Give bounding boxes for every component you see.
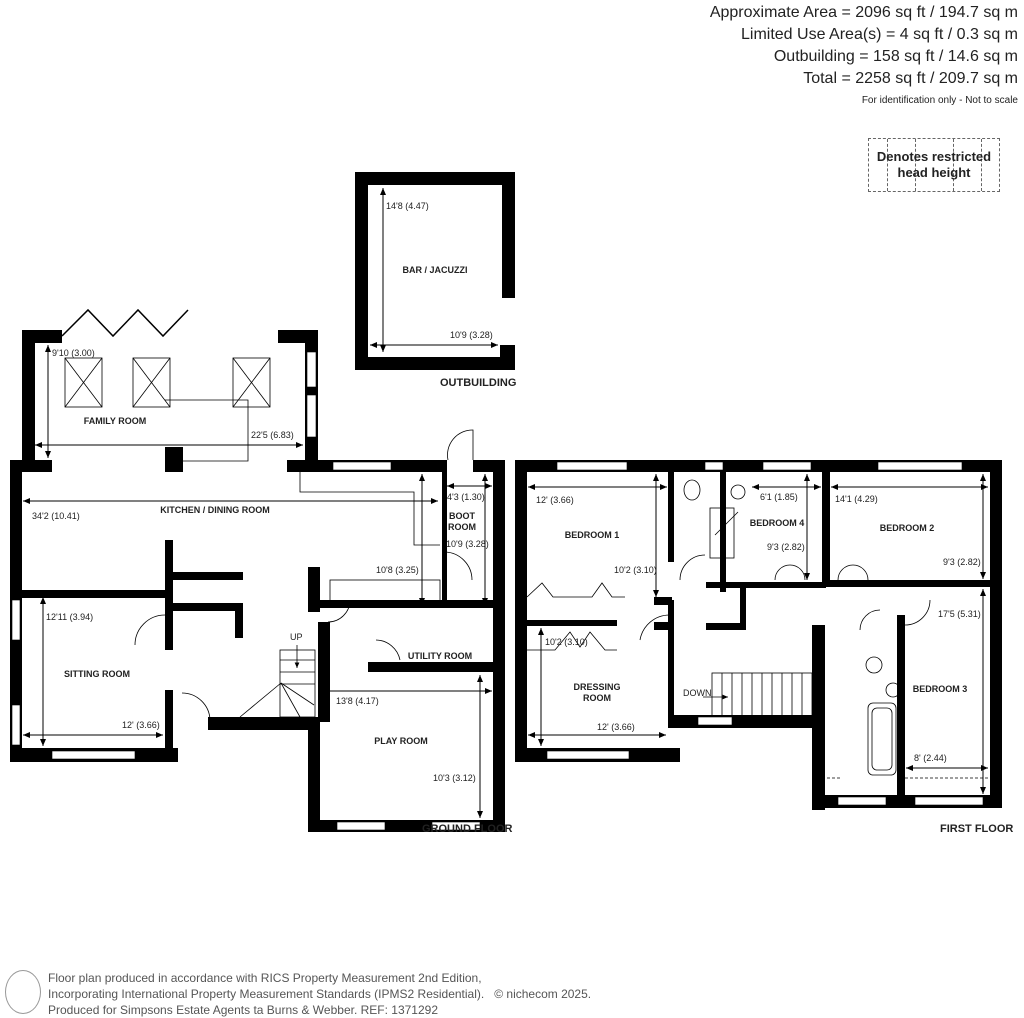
dim-family-w: 22'5 (6.83): [251, 430, 294, 440]
footer: Floor plan produced in accordance with R…: [48, 970, 591, 1018]
dim-dressing-w: 12' (3.66): [597, 722, 635, 732]
outbuilding-walls: [355, 172, 515, 370]
dim-bed1-w: 12' (3.66): [536, 495, 574, 505]
legend-text: Denotes restricted head height: [876, 149, 992, 180]
dim-sitting-w: 12' (3.66): [122, 720, 160, 730]
dim-kitchen-w: 34'2 (10.41): [32, 511, 80, 521]
dim-bed2-h: 9'3 (2.82): [943, 557, 981, 567]
scale-note: For identification only - Not to scale: [861, 95, 1018, 106]
dim-boot-w: 4'3 (1.30): [447, 492, 485, 502]
nichecom-copyright: © nichecom 2025.: [494, 987, 592, 1001]
dim-play-h: 10'3 (3.12): [433, 773, 476, 783]
floor-plan: BAR / JACUZZI OUTBUILDING FAMILY ROOM KI…: [10, 172, 1013, 835]
outbuilding-area: Outbuilding = 158 sq ft / 14.6 sq m: [773, 48, 1018, 65]
first-floor-dimension-lines: [528, 474, 988, 794]
stairs-up-label: UP: [290, 632, 303, 642]
room-label-bedroom-1: BEDROOM 1: [565, 530, 620, 540]
room-label-sitting: SITTING ROOM: [64, 669, 130, 679]
floor-label-outbuilding: OUTBUILDING: [440, 377, 516, 389]
room-label-bedroom-3: BEDROOM 3: [913, 684, 968, 694]
room-label-bedroom-4: BEDROOM 4: [750, 518, 805, 528]
room-label-play: PLAY ROOM: [374, 736, 428, 746]
dim-bed3-h: 17'5 (5.31): [938, 609, 981, 619]
stairs-down-label: DOWN: [683, 688, 712, 698]
dim-bar-h: 14'8 (4.47): [386, 201, 429, 211]
footer-line-1: Floor plan produced in accordance with R…: [48, 971, 482, 985]
bifold-doors: [61, 308, 189, 338]
approximate-area: Approximate Area = 2096 sq ft / 194.7 sq…: [709, 4, 1018, 21]
dim-bed1-h: 10'2 (3.10): [614, 565, 657, 575]
footer-line-3: Produced for Simpsons Estate Agents ta B…: [48, 1003, 438, 1017]
person-icon: [5, 970, 41, 1014]
room-label-kitchen: KITCHEN / DINING ROOM: [160, 505, 270, 515]
floor-label-first: FIRST FLOOR: [940, 823, 1013, 835]
dim-kitchen-h: 10'8 (3.25): [376, 565, 419, 575]
dim-bed4-w: 6'1 (1.85): [760, 492, 798, 502]
room-label-bar: BAR / JACUZZI: [403, 265, 468, 275]
skylights: [64, 357, 441, 603]
room-label-bedroom-2: BEDROOM 2: [880, 523, 935, 533]
restricted-height-legend: Denotes restricted head height: [868, 138, 1000, 192]
floor-label-ground: GROUND FLOOR: [422, 823, 512, 835]
dim-bed3-w: 8' (2.44): [914, 753, 947, 763]
total-area: Total = 2258 sq ft / 209.7 sq m: [803, 70, 1018, 87]
dim-sitting-h: 12'11 (3.94): [46, 612, 93, 622]
ground-floor-dimension-lines: [23, 345, 492, 818]
dim-bed4-h: 9'3 (2.82): [767, 542, 805, 552]
outbuilding-dimension-lines: [370, 188, 498, 352]
first-floor-windows: [546, 461, 984, 806]
dim-boot-h: 10'9 (3.28): [446, 539, 489, 549]
dim-dressing-h: 10'2 (3.10): [545, 637, 588, 647]
room-label-utility: UTILITY ROOM: [408, 651, 472, 661]
dim-play-w: 13'8 (4.17): [336, 696, 379, 706]
room-label-family: FAMILY ROOM: [84, 416, 147, 426]
first-floor-fixtures: [526, 479, 988, 779]
ground-floor-stairs: [134, 429, 474, 721]
limited-use-area: Limited Use Area(s) = 4 sq ft / 0.3 sq m: [741, 26, 1018, 43]
dim-bed2-w: 14'1 (4.29): [835, 494, 878, 504]
dim-bar-w: 10'9 (3.28): [450, 330, 493, 340]
footer-line-2: Incorporating International Property Mea…: [48, 987, 485, 1001]
dim-family-h: 9'10 (3.00): [52, 348, 95, 358]
ground-floor-windows: [11, 351, 481, 831]
